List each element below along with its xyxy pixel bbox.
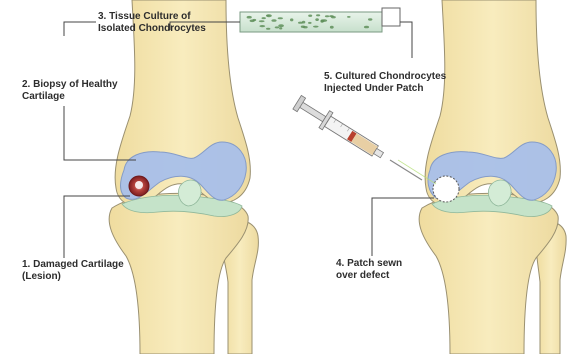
leader-biopsy-to-tube <box>64 22 96 36</box>
chondrocyte-cell <box>259 25 265 27</box>
chondrocyte-cell <box>364 26 369 29</box>
chondrocyte-cell <box>331 16 336 18</box>
chondrocyte-cell <box>247 16 252 19</box>
left-knee <box>109 0 258 354</box>
syringe-plunger-rod <box>299 102 326 122</box>
label-step-4-line-2: over defect <box>336 270 402 282</box>
label-step-5-line-1: 5. Cultured Chondrocytes <box>324 71 446 83</box>
label-step-1-line-1: 1. Damaged Cartilage <box>22 259 124 271</box>
label-step-2-line-1: 2. Biopsy of Healthy <box>22 79 118 91</box>
label-step-1-line-2: (Lesion) <box>22 271 124 283</box>
chondrocyte-cell <box>252 19 256 21</box>
right-knee <box>419 0 566 354</box>
label-step-2-line-2: Cartilage <box>22 91 118 103</box>
chondrocyte-cell <box>271 19 276 22</box>
chondrocyte-cell <box>266 28 270 30</box>
chondrocyte-cell <box>303 26 308 28</box>
chondrocyte-cell <box>275 26 280 28</box>
chondrocyte-cell <box>279 27 282 29</box>
chondrocyte-cell <box>308 15 312 17</box>
leader-tube-to-injection <box>400 22 412 58</box>
syringe-body <box>292 94 387 164</box>
chondrocyte-cell <box>316 14 320 16</box>
tube-cap <box>382 8 400 26</box>
chondrocyte-cell <box>320 20 323 23</box>
label-step-3: 3. Tissue Culture of Isolated Chondrocyt… <box>98 11 206 35</box>
chondrocyte-cell <box>262 17 266 19</box>
chondrocyte-cell <box>325 15 329 17</box>
chondrocyte-cell <box>259 20 265 22</box>
chondrocyte-cell <box>278 17 283 19</box>
culture-tube <box>240 8 400 32</box>
label-step-4: 4. Patch sewn over defect <box>336 258 402 282</box>
chondrocyte-cell <box>313 26 319 28</box>
chondrocyte-cell <box>266 15 269 17</box>
needle <box>390 160 422 180</box>
right-tibia <box>419 193 558 354</box>
chondrocyte-cell <box>368 18 372 20</box>
lesion-core <box>135 181 143 189</box>
chondrocyte-cell <box>290 18 293 21</box>
chondrocyte-cell <box>278 24 284 27</box>
label-step-3-line-1: 3. Tissue Culture of <box>98 11 206 23</box>
label-step-1: 1. Damaged Cartilage (Lesion) <box>22 259 124 283</box>
chondrocyte-cell <box>298 22 303 24</box>
label-step-2: 2. Biopsy of Healthy Cartilage <box>22 79 118 103</box>
chondrocyte-cell <box>308 22 312 24</box>
label-step-5-line-2: Injected Under Patch <box>324 83 446 95</box>
chondrocyte-cell <box>347 16 351 18</box>
label-step-3-line-2: Isolated Chondrocytes <box>98 23 206 35</box>
chondrocyte-cell <box>315 18 319 21</box>
chondrocyte-cell <box>330 26 334 29</box>
label-step-4-line-1: 4. Patch sewn <box>336 258 402 270</box>
label-step-5: 5. Cultured Chondrocytes Injected Under … <box>324 71 446 95</box>
periosteal-patch <box>433 176 459 202</box>
syringe <box>292 94 436 184</box>
